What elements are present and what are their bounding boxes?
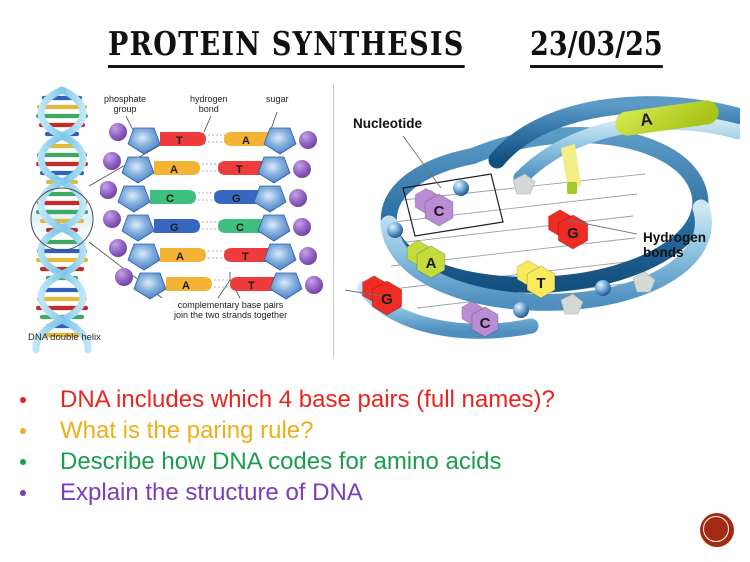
base-letter: A [426,255,437,272]
base-letter: T [248,280,255,292]
question-row: DNA includes which 4 base pairs (full na… [0,384,750,415]
label-sugar: sugar [266,94,289,104]
base-letter: C [480,315,491,332]
label-hbonds-line2: bonds [643,245,684,261]
dna-3d-illustration: A C G A G T C [345,96,740,339]
slide-date: 23/03/25 [530,24,663,68]
slide-header: PROTEIN SYNTHESIS 23/03/25 [0,0,750,80]
question-text: DNA includes which 4 base pairs (full na… [60,385,555,413]
base-letter: A [170,164,178,176]
figure-band: DNA double helix phosphate group hydroge… [0,82,750,368]
label-hydrogen-line1: hydrogen [190,94,228,104]
figure-divider [333,84,334,358]
question-text: What is the paring rule? [60,416,314,444]
label-nucleotide: Nucleotide [353,116,423,131]
base-letter: G [567,225,579,242]
return-button[interactable] [700,513,734,547]
question-row: What is the paring rule? [0,415,750,446]
bullet-dot-icon [20,396,26,403]
base-letter: T [242,251,249,263]
nucleotide-base: C [414,188,454,227]
label-hydrogen-bond: hydrogen bond [190,94,228,114]
dna-structure-diagram: DNA double helix phosphate group hydroge… [22,82,332,368]
question-row: Explain the structure of DNA [0,477,750,508]
label-phosphate-line2: group [113,104,137,115]
base-letter: G [381,291,393,308]
base-letter: T [176,135,183,147]
question-text: Describe how DNA codes for amino acids [60,447,502,475]
helix-caption: DNA double helix [28,332,101,343]
label-complementary-line1: complementary base pairs [177,300,284,310]
dna-3d-helix-diagram: A C G A G T C [345,82,740,368]
label-hydrogen-bonds: Hydrogen bonds [643,230,706,260]
question-row: Describe how DNA codes for amino acids [0,446,750,477]
label-phosphate-group: phosphate group [104,94,146,114]
base-letter: T [236,164,243,176]
label-hbonds-line1: Hydrogen [643,230,707,245]
base-letter: A [176,251,184,263]
base-letter: A [242,135,250,147]
bullet-dot-icon [20,458,26,465]
nucleotide-base: G [362,275,403,316]
base-letter: C [166,193,174,205]
question-list: DNA includes which 4 base pairs (full na… [0,384,750,508]
page-title: PROTEIN SYNTHESIS [108,24,465,68]
nucleotide-base: G [548,209,589,250]
base-letter: G [170,222,179,234]
base-letter: C [434,203,445,220]
label-phosphate-line1: phosphate [104,94,147,104]
nucleotide-base: A [406,240,446,279]
base-letter: G [232,193,241,205]
base-letter: A [182,280,190,292]
nucleotide-base: T [516,260,556,299]
question-text: Explain the structure of DNA [60,478,363,506]
label-complementary-base-pairs: complementary base pairs join the two st… [174,300,287,321]
svg-text:A: A [639,109,654,130]
bullet-dot-icon [20,489,26,496]
base-letter: C [236,222,244,234]
label-complementary-line2: join the two strands together [174,310,288,321]
label-hydrogen-line2: bond [198,104,219,115]
base-letter: T [536,275,545,292]
dna-double-helix-illustration [30,86,94,354]
bullet-dot-icon [20,427,26,434]
nucleotide-base: C [461,300,499,338]
